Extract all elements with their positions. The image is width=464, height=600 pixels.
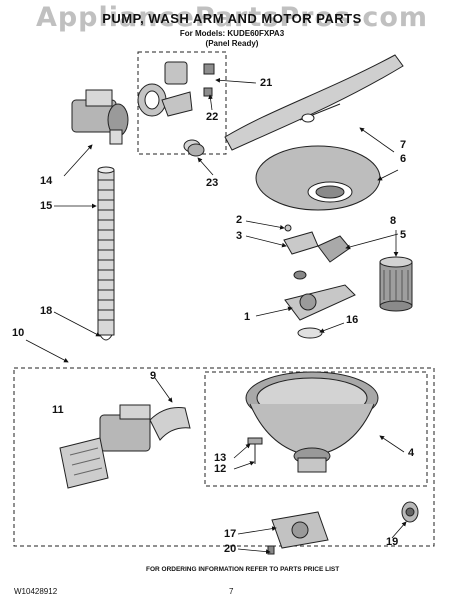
callout-6: 6 <box>400 153 407 165</box>
sump <box>245 371 379 473</box>
callout-17: 17 <box>224 528 237 540</box>
callout-16: 16 <box>346 314 359 326</box>
spray-disc <box>255 145 381 211</box>
check-valve <box>401 501 419 523</box>
callout-21: 21 <box>260 77 273 89</box>
plug-part <box>183 139 205 157</box>
callout-8: 8 <box>390 215 397 227</box>
drain-pump <box>267 511 329 555</box>
callout-4: 4 <box>408 447 415 459</box>
callout-7: 7 <box>400 139 407 151</box>
assembly-10-box <box>13 367 435 547</box>
callout-23: 23 <box>206 177 219 189</box>
callout-15: 15 <box>40 200 53 212</box>
callout-22: 22 <box>206 111 219 123</box>
callout-20: 20 <box>224 543 237 555</box>
callout-13: 13 <box>214 452 227 464</box>
callout-5: 5 <box>400 229 407 241</box>
variant-line: (Panel Ready) <box>205 39 259 48</box>
callout-1: 1 <box>244 311 251 323</box>
page-title: PUMP, WASH ARM AND MOTOR PARTS <box>102 11 362 26</box>
callout-14: 14 <box>40 175 53 187</box>
small-parts <box>283 224 351 280</box>
drain-hose <box>97 166 115 341</box>
callout-2: 2 <box>236 214 243 226</box>
ordering-note: FOR ORDERING INFORMATION REFER TO PARTS … <box>146 566 340 573</box>
pump-motor <box>71 89 129 145</box>
thermistor-part <box>247 437 263 464</box>
pump-housing <box>137 61 215 117</box>
callout-10: 10 <box>12 327 25 339</box>
callout-19: 19 <box>386 536 399 548</box>
callout-12: 12 <box>214 463 227 475</box>
lower-spray-arm <box>284 284 356 339</box>
callout-9: 9 <box>150 370 157 382</box>
callout-11: 11 <box>52 404 64 416</box>
filter-basket <box>379 256 413 312</box>
callout-18: 18 <box>40 305 53 317</box>
page-number: 7 <box>229 587 234 596</box>
upper-spray-arm <box>224 54 404 151</box>
wash-motor <box>59 404 191 489</box>
watermark: AppliancePartsPros.com <box>35 2 429 33</box>
callout-3: 3 <box>236 230 243 242</box>
doc-number: W10428912 <box>14 587 58 596</box>
model-line: For Models: KUDE60FXPA3 <box>179 29 285 38</box>
